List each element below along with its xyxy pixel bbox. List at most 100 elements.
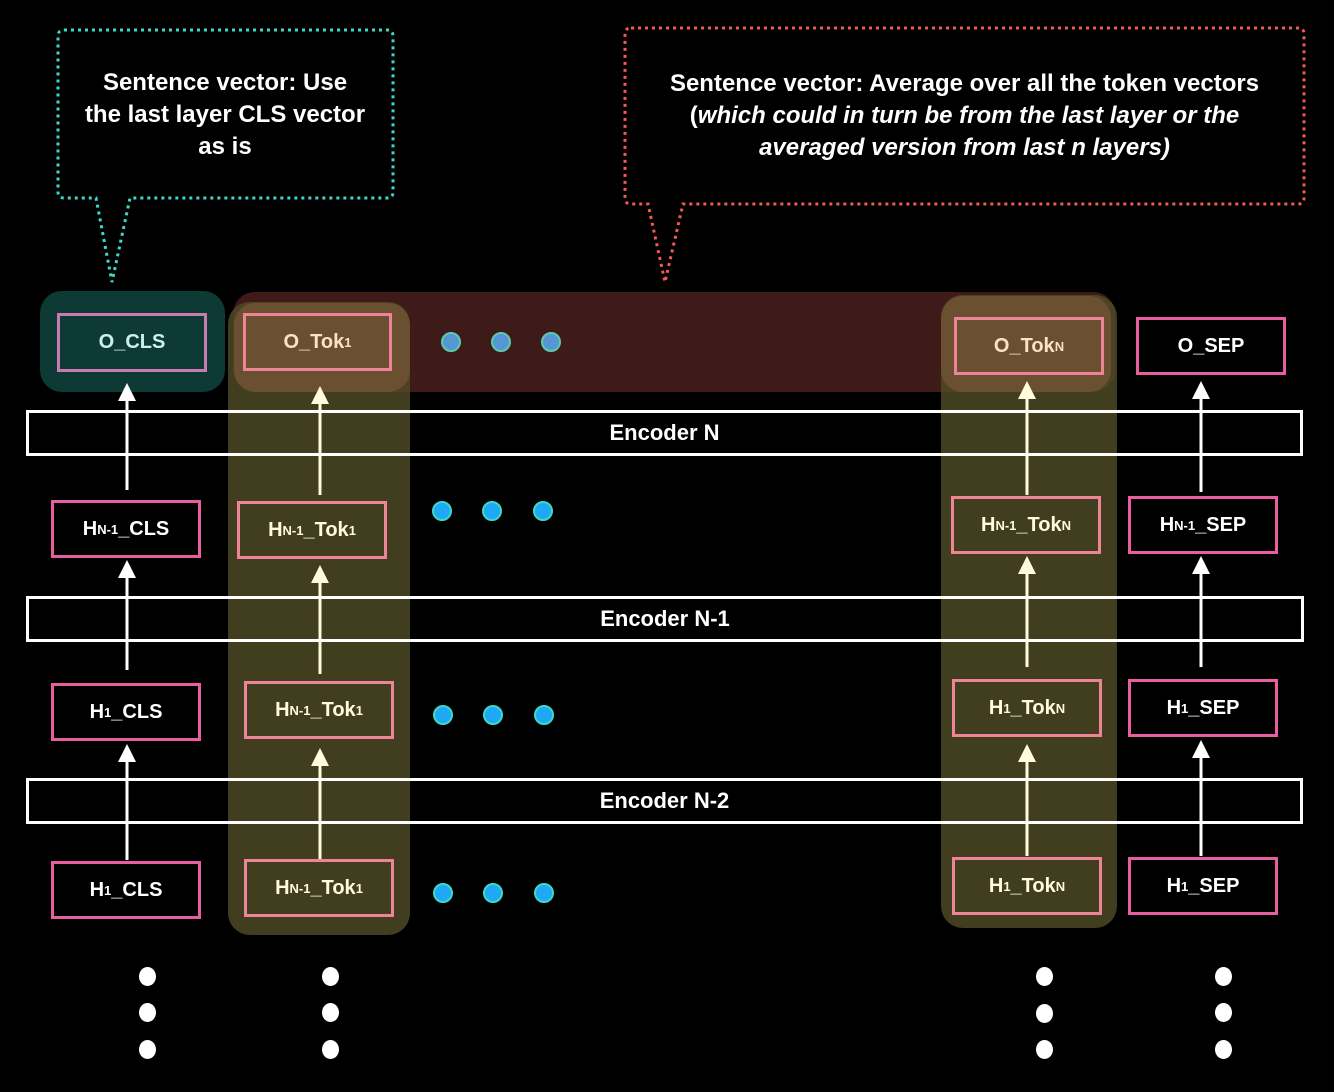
ellipsis-dot [483,883,503,903]
encoder-n-2: Encoder N-2 [26,778,1303,824]
node-suffix: _SEP [1188,696,1240,719]
ellipsis-dot [483,705,503,725]
node-label: H [988,874,1004,897]
node-label: H [275,876,290,899]
ellipsis-dot [432,501,452,521]
node-label: O_CLS [98,331,166,353]
node-label: H [981,513,996,536]
continuation-dot [1036,1004,1053,1023]
arrowhead-icon [1018,744,1036,762]
arrowhead-icon [1192,740,1210,758]
arrowhead-icon [118,744,136,762]
node-subscript: N-1 [282,522,304,538]
node-subscript: N-1 [1174,517,1196,533]
arrowhead-icon [118,560,136,578]
arrowhead-icon [1018,381,1036,399]
node-suffix: _Tok [1010,696,1056,719]
ellipsis-dot [433,883,453,903]
cls-highlight [40,291,225,392]
node-label: H [988,696,1004,719]
node-label: H [89,700,105,723]
tokenN-overlap [941,296,1111,392]
continuation-dot [1036,1040,1053,1059]
node-subscript: N [1055,878,1066,894]
avg-callout-line3-italic: averaged version from last n layers) [759,134,1170,161]
node-label: H [1166,696,1182,719]
arrowhead-icon [1018,556,1036,574]
node-subscript: 1 [348,522,356,538]
ellipsis-dot [433,705,453,725]
node-label: O_Tok [283,330,345,353]
avg-callout-text: Sentence vector: Average over all the to… [628,68,1301,164]
node-suffix: _CLS [111,700,163,723]
continuation-dot [322,1003,339,1022]
cls-callout-line3: as is [198,133,252,160]
ellipsis-dot [491,332,511,352]
arrowhead-icon [311,748,329,766]
node-subscript: N-1 [289,880,311,896]
continuation-dot [139,967,156,986]
continuation-dot [1215,1003,1232,1022]
node-suffix: _SEP [1195,513,1247,536]
continuation-dot [139,1040,156,1059]
node-subscript: 1 [344,334,352,350]
node-label: O_Tok [993,334,1055,357]
node-subscript: N [1061,517,1071,533]
node-subscript: 1 [104,704,112,720]
continuation-dot [1215,967,1232,986]
continuation-dot [139,1003,156,1022]
arrowhead-icon [311,565,329,583]
callout-outlines [56,26,1306,283]
arrowhead-icon [1192,556,1210,574]
cls-callout-line1: Sentence vector: Use [102,69,348,96]
cls-callout-text: Sentence vector: Use the last layer CLS … [60,67,390,163]
node-subscript: 1 [1181,878,1189,894]
node-label: O_SEP [1177,334,1245,357]
node-suffix: _SEP [1188,874,1240,897]
avg-callout-line1: Sentence vector: Average over all the to… [669,70,1260,97]
node-o-sep: O_SEP [1136,317,1286,375]
node-subscript: 1 [1003,700,1011,716]
arrowhead-icon [311,386,329,404]
node-subscript: N-1 [995,517,1017,533]
token1-overlap [234,303,410,392]
continuation-dot [1215,1040,1232,1059]
encoder-n-1-label: Encoder N-1 [600,606,730,631]
cls-callout-bubble [56,28,395,283]
ellipsis-dot [482,501,502,521]
node-label: H [275,698,290,721]
cls-callout-line2: the last layer CLS vector [84,101,366,128]
continuation-dot [322,967,339,986]
node-subscript: 1 [1181,700,1189,716]
encoder-n: Encoder N [26,410,1303,456]
node-subscript: 1 [1003,878,1011,894]
node-subscript: N-1 [289,702,311,718]
encoder-n-2-label: Encoder N-2 [599,788,730,813]
ellipsis-dot [533,501,553,521]
node-subscript: 1 [104,882,112,898]
encoder-n-1: Encoder N-1 [26,596,1304,642]
ellipsis-dot [441,332,461,352]
node-suffix: _Tok [1016,513,1062,536]
arrowhead-icon [1192,381,1210,399]
encoder-n-label: Encoder N [609,420,720,445]
node-suffix: _CLS [118,517,170,540]
node-subscript: 1 [355,880,363,896]
node-suffix: _Tok [310,698,356,721]
node-suffix: _Tok [310,876,356,899]
avg-callout-line2: (which could in turn be from the last la… [628,100,1301,132]
node-subscript: N [1054,338,1065,354]
avg-callout-line2-italic: which could in turn be from the last lay… [697,102,1240,129]
continuation-dot [1036,967,1053,986]
node-subscript: N-1 [97,521,119,537]
